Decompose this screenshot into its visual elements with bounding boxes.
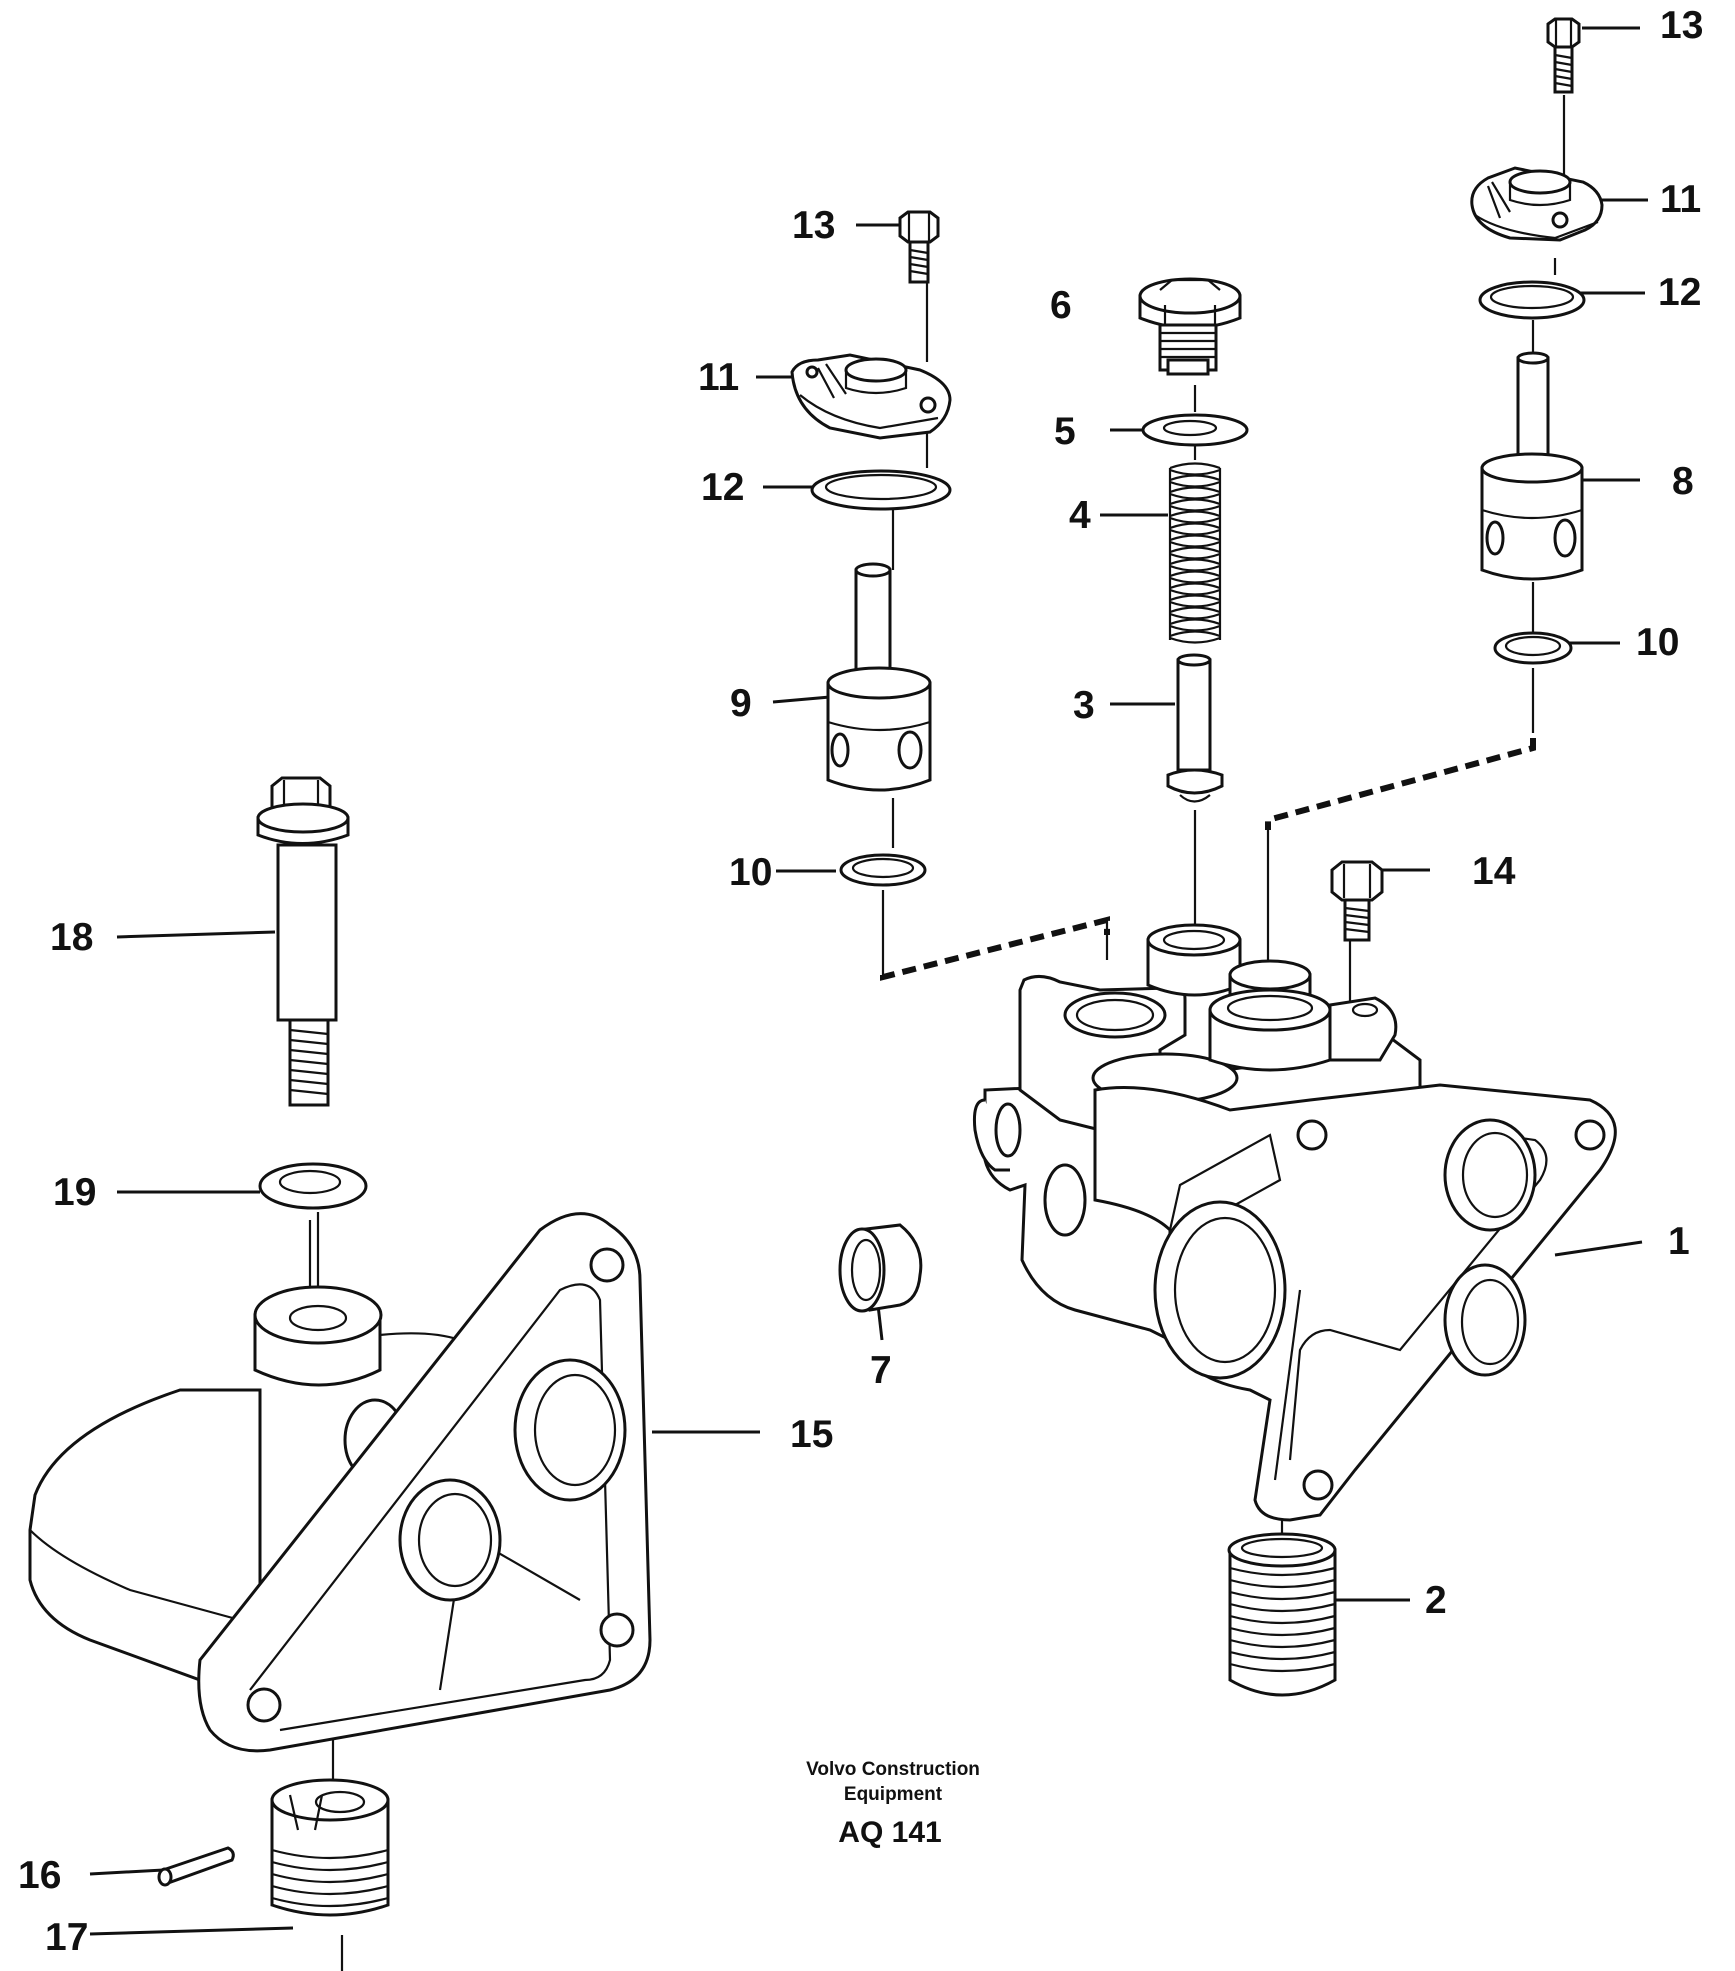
callout-19: 19 [53,1171,96,1214]
seal-10-right[interactable] [1493,631,1573,665]
callout-17: 17 [45,1916,88,1959]
callout-11-right: 11 [1660,178,1701,221]
plug-2[interactable] [1227,1532,1337,1697]
callout-7: 7 [870,1349,892,1392]
callout-6: 6 [1050,284,1072,327]
callout-16: 16 [18,1854,61,1897]
cover-11-left[interactable] [790,353,952,440]
caption-line-1: Volvo Construction [806,1759,980,1780]
callout-2: 2 [1425,1579,1447,1622]
bolt-13-right[interactable] [1546,17,1581,94]
spring-4[interactable] [1168,462,1222,644]
callout-10-left: 10 [729,851,772,894]
callout-10-right: 10 [1636,621,1679,664]
bolt-13-left[interactable] [898,210,940,284]
callout-18: 18 [50,916,93,959]
pin-16[interactable] [157,1846,235,1887]
callout-14: 14 [1472,850,1516,893]
nipple-17[interactable] [270,1778,390,1917]
callout-11-left: 11 [698,356,739,399]
caption-block: Volvo Construction Equipment AQ 141 [806,1759,980,1849]
callout-12-left: 12 [701,466,744,509]
bolt-14[interactable] [1330,860,1384,942]
washer-5[interactable] [1141,413,1249,447]
seal-12-right[interactable] [1478,280,1586,320]
seal-12-left[interactable] [810,469,952,511]
caption-line-2: Equipment [844,1784,943,1805]
callout-15: 15 [790,1413,833,1456]
callout-labels: 13 11 12 8 10 1 2 14 6 5 4 3 13 11 12 9 … [18,4,1703,1959]
callout-5: 5 [1054,410,1076,453]
callout-1: 1 [1668,1220,1690,1263]
washer-19[interactable] [258,1162,368,1210]
callout-3: 3 [1073,684,1095,727]
seal-10-left[interactable] [839,853,927,887]
callout-9: 9 [730,682,752,725]
dashed-connectors [880,738,1536,981]
cover-11-right[interactable] [1470,166,1604,242]
callout-13-left: 13 [792,204,835,247]
valve-housing-1[interactable] [973,923,1617,1522]
callout-8: 8 [1672,460,1694,503]
caption-code: AQ 141 [838,1816,941,1849]
callout-12-right: 12 [1658,271,1701,314]
callout-4: 4 [1069,494,1091,537]
pin-3[interactable] [1166,653,1224,803]
valve-9[interactable] [826,562,932,792]
filter-housing-15[interactable] [28,1212,652,1753]
plug-6[interactable] [1138,277,1242,376]
valve-8[interactable] [1480,351,1584,581]
bolt-18[interactable] [256,776,350,1107]
cap-7[interactable] [838,1223,923,1313]
callout-13-right: 13 [1660,4,1703,47]
